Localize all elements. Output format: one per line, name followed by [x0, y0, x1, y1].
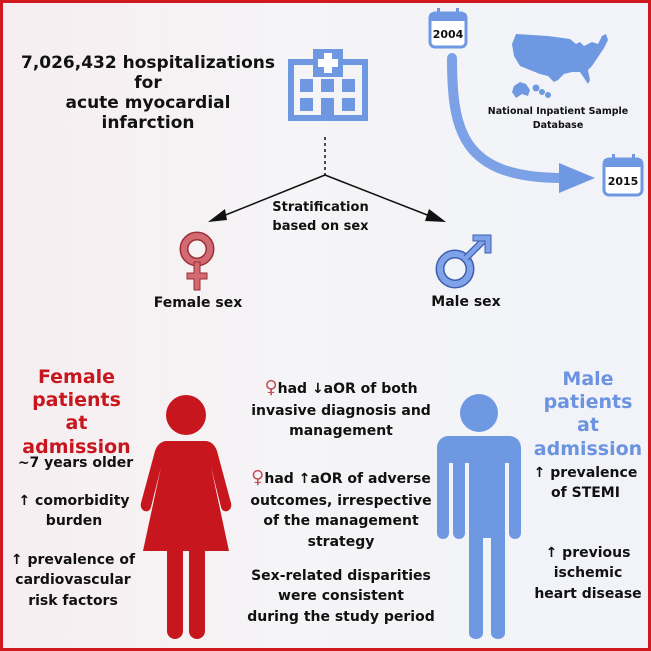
arrow-to-male: [324, 174, 436, 219]
up-arrow-icon: ↑: [533, 465, 546, 481]
timeline-arrow: [447, 53, 595, 193]
finding-consistency: Sex-related disparities were consistent …: [231, 566, 451, 627]
end-year: 2015: [607, 175, 639, 188]
male-item-ischemic-line3: heart disease: [534, 585, 642, 602]
finding3-line1: Sex-related disparities: [251, 568, 431, 584]
headline: 7,026,432 hospitalizations for acute myo…: [13, 53, 283, 133]
calendar-2015: 2015: [602, 153, 646, 197]
female-symbol-icon: ♀: [264, 377, 278, 398]
finding1-prefix: had: [277, 381, 312, 397]
male-title-line3: at admission: [533, 414, 643, 460]
database-label-line2: Database: [532, 120, 584, 132]
male-item-stemi-line2: of STEMI: [551, 485, 620, 502]
male-title-line1: Male: [562, 368, 614, 390]
up-arrow-icon: ↑: [18, 493, 31, 509]
headline-line4: infarction: [101, 113, 195, 134]
stratification-prefix: based on: [272, 218, 344, 234]
female-item-risk-line3: risk factors: [28, 592, 118, 609]
arrowhead-female: [208, 209, 227, 222]
database-label: National Inpatient Sample Database: [483, 105, 633, 134]
stratification-arrows: [208, 137, 446, 222]
finding2-line3: of the management: [263, 513, 419, 530]
female-title-line2: patients: [32, 389, 121, 412]
female-title-line3: at admission: [22, 412, 131, 458]
female-item-comorbidity: ↑ comorbidity burden: [9, 491, 139, 532]
male-item-stemi-line1: prevalence: [550, 465, 638, 481]
female-item-risk-line2: cardiovascular: [15, 572, 131, 589]
up-arrow-icon: ↑: [298, 471, 311, 487]
finding1-line2: invasive diagnosis and: [251, 403, 431, 420]
male-title-line2: patients: [543, 391, 633, 414]
database-label-line1: National Inpatient Sample: [487, 106, 629, 117]
female-item-age-text: ~7 years older: [17, 455, 134, 471]
stratification-line2: based on sex: [253, 218, 388, 237]
male-item-ischemic: ↑ previous ischemic heart disease: [528, 543, 648, 604]
male-symbol-icon: [435, 234, 492, 289]
up-arrow-icon: ↑: [545, 545, 558, 561]
down-arrow-icon: ↓: [311, 381, 324, 397]
male-item-ischemic-line2: ischemic: [553, 565, 623, 582]
finding-invasive-management: ♀had ↓aOR of both invasive diagnosis and…: [231, 375, 451, 442]
headline-line2: for: [134, 73, 162, 94]
male-figure-icon: [437, 394, 521, 639]
finding2-prefix: had: [264, 471, 299, 487]
finding-adverse-outcomes: ♀had ↑aOR of adverse outcomes, irrespect…: [231, 465, 451, 552]
usa-map-icon: [512, 34, 608, 98]
start-year: 2004: [432, 28, 464, 41]
stratification-label: Stratification based on sex: [253, 199, 388, 237]
calendar-icon: [428, 8, 468, 49]
calendar-icon: [602, 154, 644, 197]
finding3-line3: during the study period: [247, 608, 435, 625]
female-sex-label: Female sex: [153, 295, 243, 311]
finding1-line3: management: [289, 423, 393, 440]
finding2-line2: outcomes, irrespective: [250, 493, 432, 510]
male-panel-title: Male patients at admission: [528, 368, 648, 461]
male-item-ischemic-line1: previous: [562, 545, 631, 561]
stratification-line1: Stratification: [272, 200, 369, 215]
headline-line1: 7,026,432 hospitalizations: [20, 53, 275, 73]
male-sex-label: Male sex: [431, 294, 501, 310]
calendar-2004: 2004: [428, 7, 468, 49]
female-item-age: ~7 years older: [13, 453, 138, 473]
finding3-line2: were consistent: [278, 588, 404, 605]
female-panel-title: Female patients at admission: [9, 366, 144, 459]
female-item-risk-line1: prevalence of: [27, 552, 136, 568]
up-arrow-icon: ↑: [10, 552, 23, 568]
finding1-line1: aOR of both: [323, 381, 418, 397]
hospital-icon: [288, 49, 368, 121]
headline-line3: acute myocardial: [65, 93, 231, 114]
female-item-comorbidity-line2: burden: [45, 513, 103, 530]
finding2-line4: strategy: [307, 533, 375, 550]
female-item-risk-factors: ↑ prevalence of cardiovascular risk fact…: [7, 550, 139, 611]
finding2-line1: aOR of adverse: [310, 471, 431, 487]
female-title-line1: Female: [37, 366, 116, 388]
female-symbol-icon: ♀: [251, 467, 265, 488]
arrow-to-female: [217, 174, 326, 219]
arrowhead-male: [425, 209, 446, 222]
female-item-comorbidity-line1: comorbidity: [35, 493, 130, 509]
stratification-sex: sex: [343, 218, 369, 234]
female-figure-icon: [140, 395, 232, 639]
male-item-stemi: ↑ prevalence of STEMI: [523, 463, 648, 504]
female-symbol-icon: [179, 231, 215, 291]
